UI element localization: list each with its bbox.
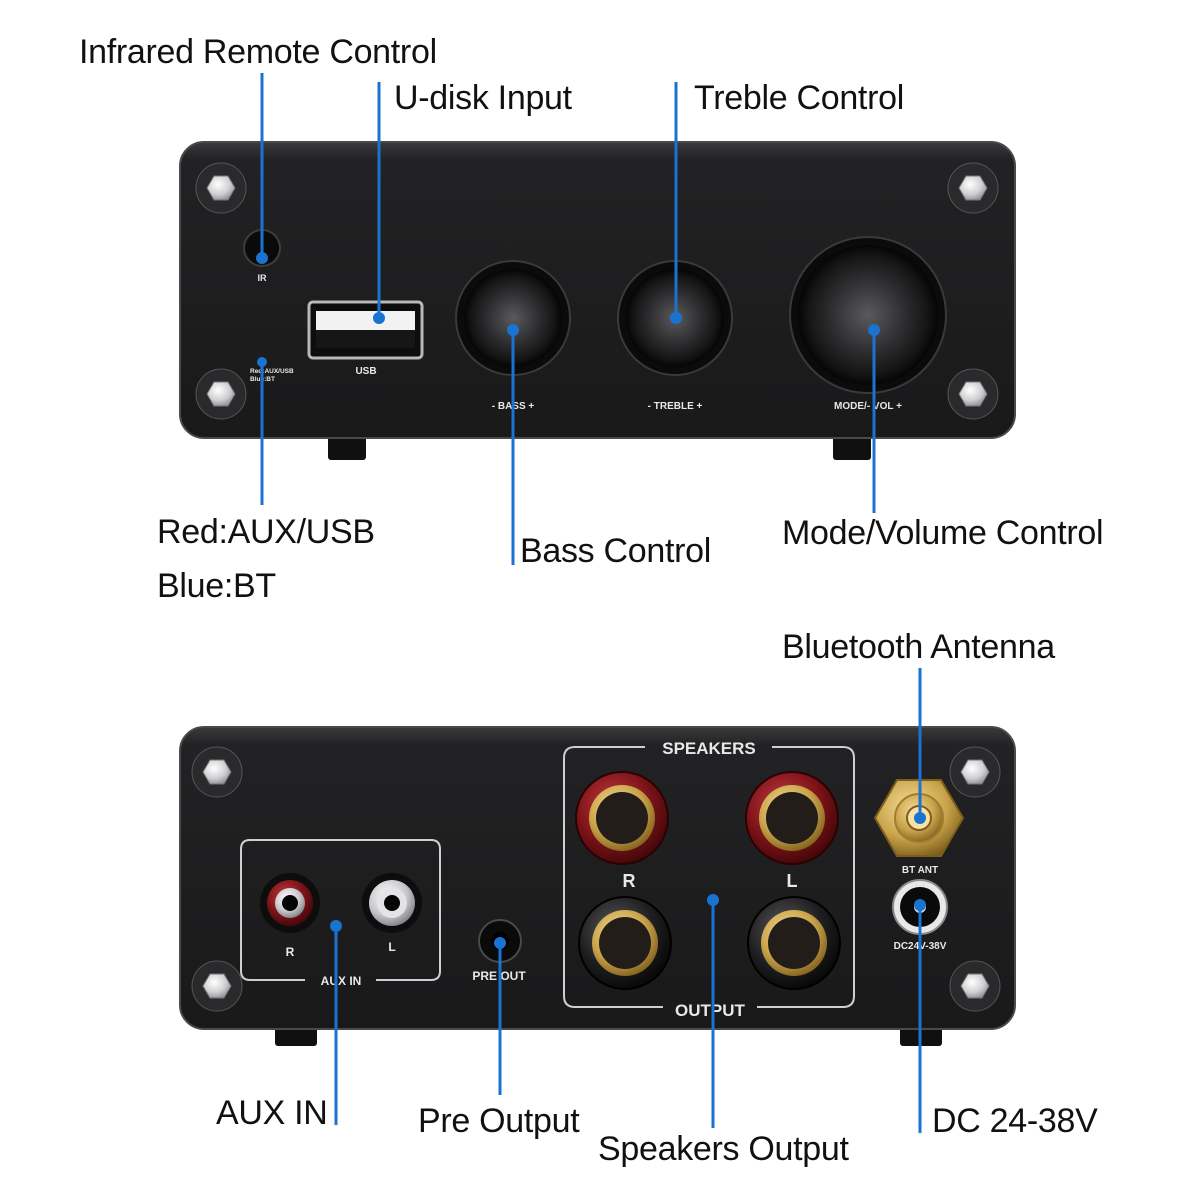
callout-speakers-output: Speakers Output — [598, 1130, 849, 1168]
callout-bass-control: Bass Control — [520, 532, 712, 570]
usb-label: USB — [355, 366, 376, 377]
speakers-label: SPEAKERS — [662, 739, 756, 758]
screw-icon — [191, 746, 243, 798]
callout-indicator-red: Red:AUX/USB — [157, 513, 375, 551]
output-label: OUTPUT — [675, 1001, 746, 1020]
callout-dc-24-38v: DC 24-38V — [932, 1102, 1098, 1140]
callout-aux-in: AUX IN — [216, 1094, 328, 1132]
screw-icon — [195, 368, 247, 420]
volume-knob-label: MODE/- VOL + — [834, 401, 902, 412]
screw-icon — [195, 162, 247, 214]
bass-knob[interactable] — [455, 260, 571, 376]
callout-infrared-remote-control: Infrared Remote Control — [79, 33, 437, 71]
leader-lines — [256, 73, 926, 1133]
callout-pre-output: Pre Output — [418, 1102, 580, 1140]
callout-treble-control: Treble Control — [694, 79, 904, 117]
callout-u-disk-input: U-disk Input — [394, 79, 572, 117]
aux-in-frame — [240, 839, 441, 981]
aux-l-jack[interactable] — [362, 873, 422, 933]
speaker-post-r-red[interactable] — [575, 771, 669, 865]
screw-icon — [949, 746, 1001, 798]
speaker-r-label: R — [623, 871, 636, 891]
speaker-post-r-black[interactable] — [578, 896, 672, 990]
treble-knob-label: - TREBLE + — [648, 401, 703, 412]
aux-l-label: L — [388, 940, 395, 954]
indicator-label-line1: Red:AUX/USB — [250, 368, 294, 375]
aux-in-frame-label: AUX IN — [321, 974, 362, 988]
screw-icon — [947, 162, 999, 214]
callout-indicator-blue: Blue:BT — [157, 567, 276, 605]
usb-port[interactable] — [307, 300, 424, 360]
speaker-post-l-black[interactable] — [747, 896, 841, 990]
screw-icon — [949, 960, 1001, 1012]
volume-knob[interactable] — [789, 236, 947, 394]
speaker-l-label: L — [787, 871, 798, 891]
aux-r-jack[interactable] — [260, 873, 320, 933]
front-foot-right — [833, 434, 871, 460]
rear-panel: AUX IN R L PRE OUT SPEAKERS OUTPUT — [179, 726, 1016, 1046]
speakers-frame — [563, 746, 855, 1008]
callout-bluetooth-antenna: Bluetooth Antenna — [782, 628, 1055, 666]
front-panel: IR Red:AUX/USB Blue:BT USB - BASS + - TR… — [179, 141, 1016, 460]
screw-icon — [191, 960, 243, 1012]
front-foot-left — [328, 434, 366, 460]
ir-label: IR — [258, 273, 268, 283]
speaker-post-l-red[interactable] — [745, 771, 839, 865]
bt-ant-label: BT ANT — [902, 865, 938, 876]
aux-r-label: R — [286, 945, 295, 959]
callout-mode-volume-control: Mode/Volume Control — [782, 514, 1104, 552]
screw-icon — [947, 368, 999, 420]
